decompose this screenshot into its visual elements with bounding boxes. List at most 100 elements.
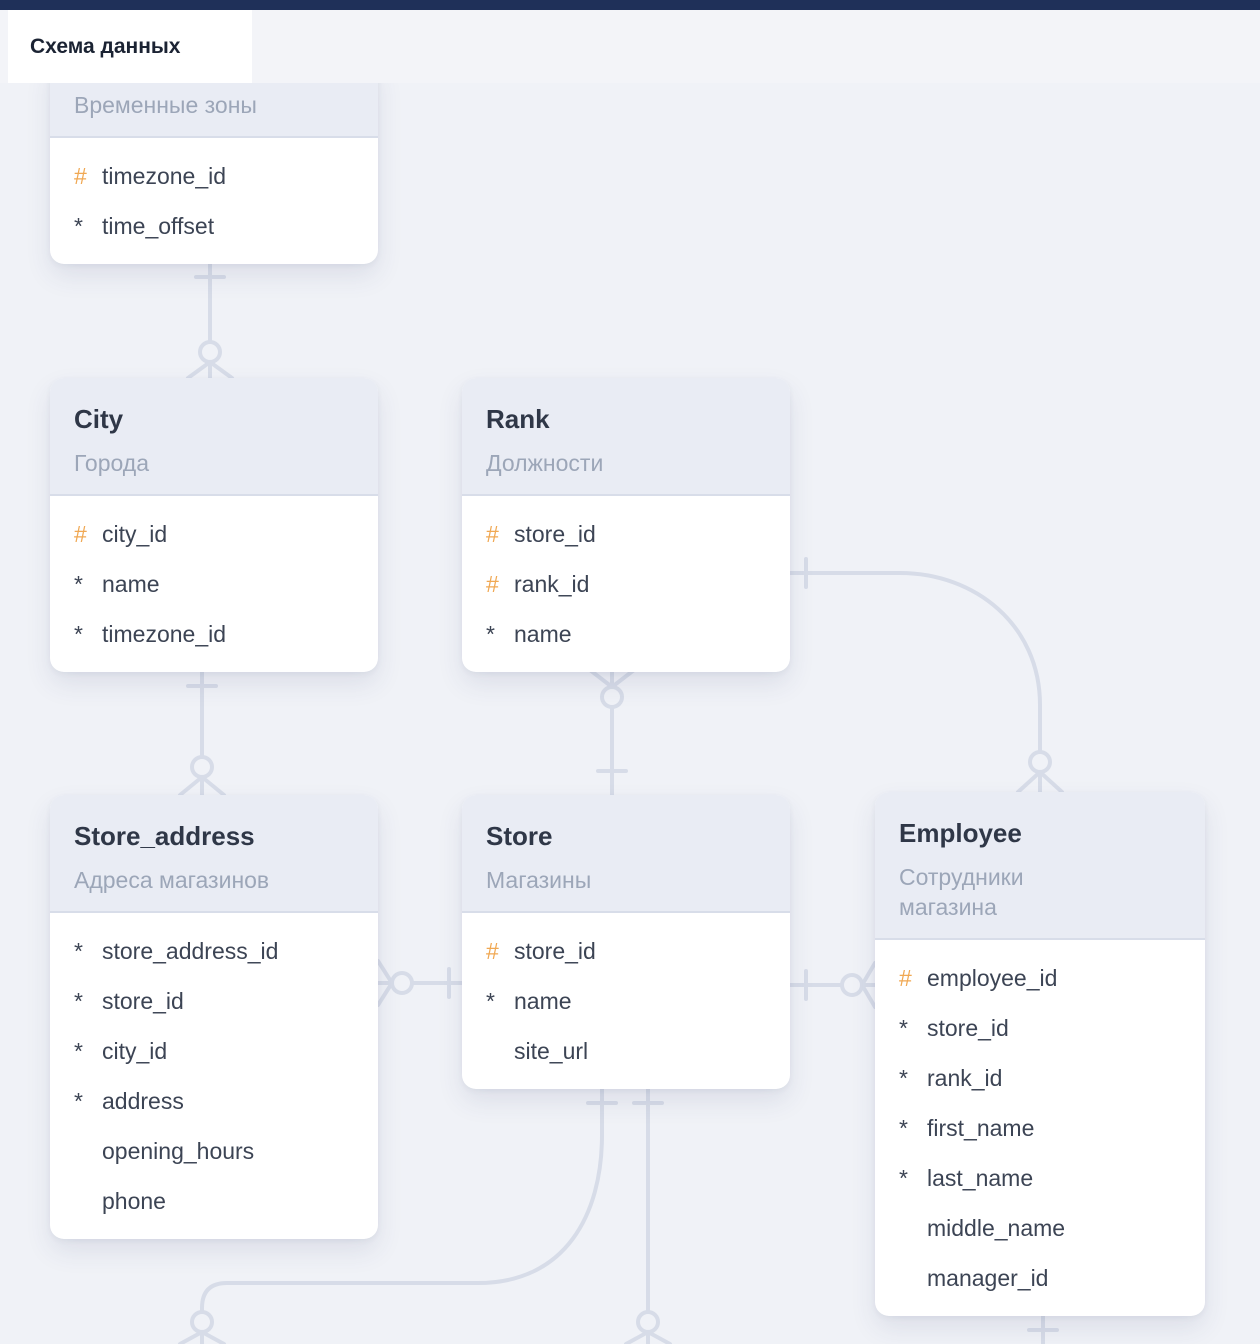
field-prefix: * <box>74 570 83 597</box>
field-name: store_id <box>514 520 596 547</box>
tab-label: Схема данных <box>30 34 181 58</box>
relationship-city-storeaddress <box>178 668 226 797</box>
field-row: # rank_id <box>462 559 790 609</box>
field-prefix: * <box>74 937 83 964</box>
field-row: manager_id <box>875 1253 1205 1303</box>
entity-table-timezone[interactable]: Временные зоны # timezone_id * time_offset <box>50 60 378 264</box>
field-row: # timezone_id <box>50 151 378 201</box>
field-name: store_id <box>102 987 184 1014</box>
field-name: employee_id <box>927 964 1058 991</box>
field-row: * last_name <box>875 1153 1205 1203</box>
field-row: # store_id <box>462 926 790 976</box>
field-prefix: * <box>74 987 83 1014</box>
field-name: timezone_id <box>102 162 227 189</box>
table-title: City <box>74 404 124 434</box>
field-name: store_id <box>927 1014 1009 1041</box>
field-row: * city_id <box>50 1026 378 1076</box>
field-name: rank_id <box>927 1064 1003 1091</box>
field-name: last_name <box>927 1164 1034 1191</box>
field-row: middle_name <box>875 1203 1205 1253</box>
field-row: * store_id <box>875 1003 1205 1053</box>
field-row: * rank_id <box>875 1053 1205 1103</box>
table-subtitle: Магазины <box>486 867 592 893</box>
relationship-store-storeaddress <box>376 959 464 1007</box>
relationship-employee-offscreen <box>1027 1312 1059 1344</box>
relationship-store-offscreen-bottom <box>624 1085 672 1344</box>
field-row: * time_offset <box>50 201 378 251</box>
field-name: middle_name <box>927 1214 1066 1241</box>
entity-table-employee[interactable]: Employee Сотрудники магазина # employee_i… <box>875 792 1205 1316</box>
table-fields: #city_id * name * timezone_id <box>50 496 378 672</box>
table-subtitle: Адреса магазинов <box>74 867 270 893</box>
field-prefix: * <box>899 1164 908 1191</box>
entity-table-store[interactable]: Store Магазины # store_id * name site_url <box>462 795 790 1089</box>
field-row: * name <box>50 559 378 609</box>
table-header: Store Магазины <box>462 795 790 913</box>
entity-table-store-address[interactable]: Store_address Адреса магазинов * store_ad… <box>50 795 378 1239</box>
field-prefix: # <box>486 937 499 964</box>
entity-table-rank[interactable]: Rank Должности # store_id # rank_id *name <box>462 378 790 672</box>
field-row: # employee_id <box>875 953 1205 1003</box>
field-row: * name <box>462 976 790 1026</box>
field-row: * store_id <box>50 976 378 1026</box>
table-header: Store_address Адреса магазинов <box>50 795 378 913</box>
field-row: phone <box>50 1176 378 1226</box>
field-name: city_id <box>102 520 168 547</box>
table-title: Store <box>486 821 553 851</box>
relationship-store-rank <box>588 668 636 797</box>
table-fields: # employee_id * store_id * rank_id * first_n… <box>875 940 1205 1316</box>
field-prefix: # <box>899 964 912 991</box>
table-header: Employee Сотрудники магазина <box>875 792 1205 940</box>
field-prefix: * <box>486 620 495 647</box>
tab-strip: Схема данных <box>0 10 1260 83</box>
field-name: store_address_id <box>102 937 279 964</box>
field-prefix: * <box>486 987 495 1014</box>
field-name: city_id <box>102 1037 168 1064</box>
field-prefix: # <box>486 570 499 597</box>
table-subtitle: Сотрудники магазина <box>899 864 1024 920</box>
field-row: * first_name <box>875 1103 1205 1153</box>
table-subtitle: Временные зоны <box>74 92 257 118</box>
tab-schema[interactable]: Схема данных <box>8 10 252 83</box>
relationship-rank-employee <box>788 557 1064 794</box>
field-prefix: * <box>899 1064 908 1091</box>
field-row: site_url <box>462 1026 790 1076</box>
table-header: Rank Должности <box>462 378 790 496</box>
field-row: *address <box>50 1076 378 1126</box>
field-prefix: * <box>74 1037 83 1064</box>
field-name: site_url <box>514 1037 589 1064</box>
relationship-timezone-city <box>186 259 234 380</box>
field-name: rank_id <box>514 570 590 597</box>
field-row: * store_address_id <box>50 926 378 976</box>
field-name: name <box>102 570 160 597</box>
table-fields: # timezone_id * time_offset <box>50 138 378 264</box>
table-title: Rank <box>486 404 550 434</box>
field-name: first_name <box>927 1114 1035 1141</box>
table-fields: * store_address_id * store_id * city_id *ad… <box>50 913 378 1239</box>
field-prefix: * <box>74 620 83 647</box>
field-prefix: * <box>899 1114 908 1141</box>
field-name: timezone_id <box>102 620 227 647</box>
field-prefix: * <box>74 1087 83 1114</box>
table-fields: # store_id * name site_url <box>462 913 790 1089</box>
field-name: store_id <box>514 937 596 964</box>
field-name: time_offset <box>102 212 215 239</box>
field-name: opening_hours <box>102 1137 255 1164</box>
relationship-store-employee <box>788 961 877 1009</box>
field-row: #city_id <box>50 509 378 559</box>
field-prefix: * <box>899 1014 908 1041</box>
field-row: *name <box>462 609 790 659</box>
field-prefix: # <box>486 520 499 547</box>
table-header: City Города <box>50 378 378 496</box>
field-name: name <box>514 987 572 1014</box>
entity-table-city[interactable]: City Города #city_id * name * timezone_id <box>50 378 378 672</box>
table-title: Employee <box>899 818 1022 848</box>
field-name: manager_id <box>927 1264 1049 1291</box>
table-title: Store_address <box>74 821 255 851</box>
table-subtitle: Города <box>74 450 149 476</box>
field-prefix: * <box>74 212 83 239</box>
field-prefix: # <box>74 162 87 189</box>
top-bar <box>0 0 1260 10</box>
field-row: * timezone_id <box>50 609 378 659</box>
